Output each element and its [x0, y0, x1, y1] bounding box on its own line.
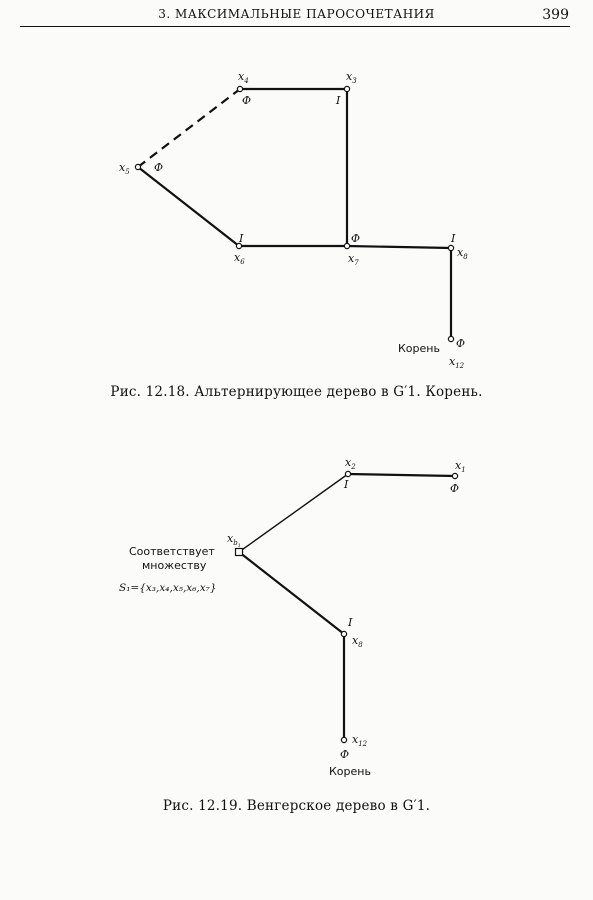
node-label-x5: x5: [119, 161, 130, 176]
edge-x5-x4-dashed: [137, 88, 241, 168]
root-label: Корень: [329, 765, 371, 778]
node-x12: [447, 335, 455, 343]
annotation-line-2: множеству: [142, 559, 207, 572]
root-label: Корень: [398, 342, 440, 355]
node-label-xb1: xb1: [227, 532, 241, 549]
edge-x5-x6: [137, 166, 240, 247]
node-x3: [343, 85, 351, 93]
node-label-x3: x3: [346, 70, 357, 85]
edge-xb1-x2: [238, 473, 349, 553]
node-label-x8: x8: [352, 634, 363, 649]
mark-x8: I: [347, 616, 353, 629]
mark-x3: I: [335, 94, 341, 107]
node-x12: [340, 736, 348, 744]
edge-xb1-x8: [238, 551, 345, 635]
node-x1: [451, 472, 459, 480]
node-x6: [235, 242, 243, 250]
node-x2: [344, 470, 352, 478]
node-label-x6: x6: [234, 251, 245, 266]
page-number: 399: [542, 7, 569, 23]
node-label-x12: x12: [449, 355, 465, 370]
edge-x2-x1: [347, 472, 456, 478]
node-label-x12: x12: [352, 733, 368, 748]
node-label-x1: x1: [455, 459, 466, 474]
mark-x5: Φ: [154, 161, 163, 174]
node-x5: [134, 163, 142, 171]
running-header: 3. МАКСИМАЛЬНЫЕ ПАРОСОЧЕТАНИЯ: [158, 7, 435, 21]
mark-x12: Φ: [340, 748, 349, 761]
figure-caption-12-19: Рис. 12.19. Венгерское дерево в G′1.: [162, 798, 431, 814]
figure-caption-12-18: Рис. 12.18. Альтернирующее дерево в G′1.…: [110, 384, 483, 400]
node-label-x2: x2: [345, 456, 356, 471]
mark-x4: Φ: [242, 94, 251, 107]
node-x8: [447, 244, 455, 252]
node-x4: [236, 85, 244, 93]
header-rule: [20, 26, 570, 27]
node-xb1-pseudonode: [234, 547, 244, 557]
mark-x12: Φ: [456, 337, 465, 350]
annotation-set: S₁={x₃,x₄,x₅,x₆,x₇}: [119, 582, 217, 594]
mark-x8: I: [450, 232, 456, 245]
annotation-line-1: Соответствует: [129, 545, 215, 558]
node-label-x8: x8: [457, 246, 468, 261]
node-label-x7: x7: [348, 252, 359, 267]
mark-x1: Φ: [450, 482, 459, 495]
figure-hungarian-tree: x2 I x1 Φ xb1 x8 I x12 Φ Корень Соответс…: [119, 456, 466, 778]
mark-x2: I: [343, 478, 349, 491]
node-x7: [343, 242, 351, 250]
figure-alternating-tree: x4 Φ x3 I x5 Φ x6 I x7 Φ x8 I x12 Φ Коре…: [119, 70, 468, 370]
edge-x7-x8: [346, 244, 452, 250]
node-x8: [340, 630, 348, 638]
node-label-x4: x4: [238, 70, 249, 85]
mark-x7: Φ: [351, 232, 360, 245]
mark-x6: I: [238, 232, 244, 245]
